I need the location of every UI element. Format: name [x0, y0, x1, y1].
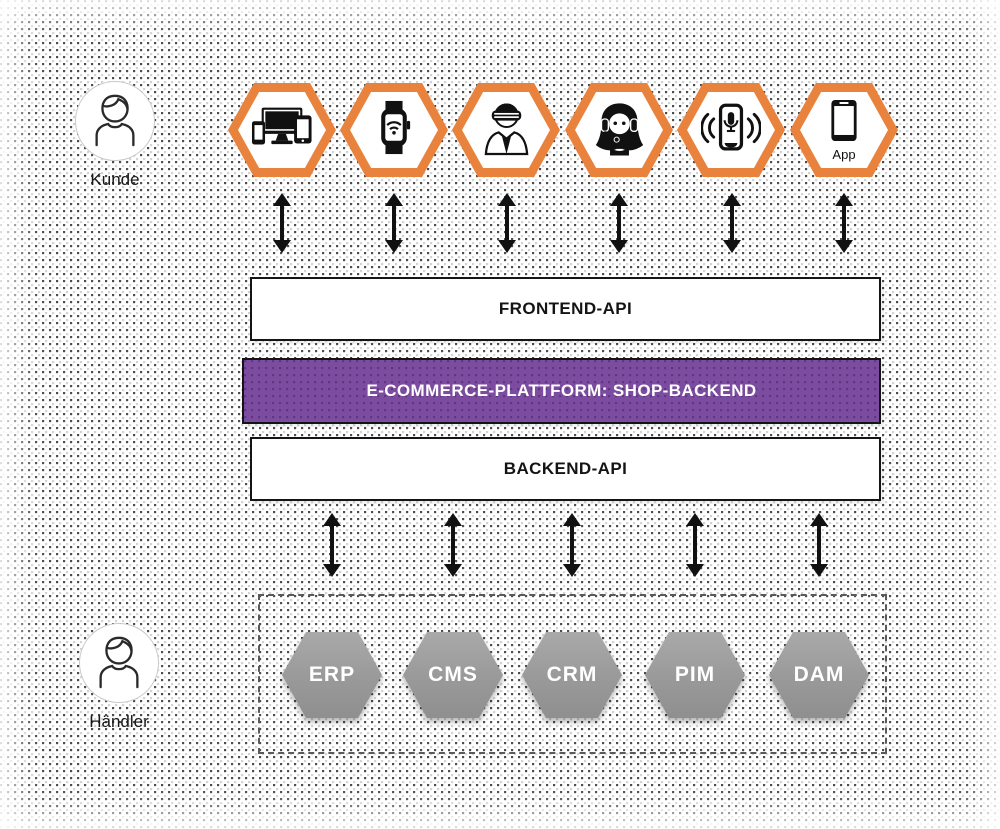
person-icon	[90, 631, 148, 696]
channel-hexagon-smartwatch	[340, 83, 448, 177]
support-agent-icon	[593, 100, 646, 161]
connector-arrow	[498, 193, 516, 253]
channel-hexagon-customer-support	[565, 83, 673, 177]
backend-system-label: CMS	[428, 663, 478, 686]
connector-arrow	[810, 513, 828, 577]
devices-icon	[251, 106, 313, 155]
backend-system-hexagon-crm: CRM	[522, 632, 622, 718]
backend-systems-container	[258, 594, 887, 754]
channel-hexagon-mobile-app: App	[790, 83, 898, 177]
channel-hexagon-vr-headset	[452, 83, 560, 177]
backend-system-hexagon-dam: DAM	[769, 632, 869, 718]
backend-system-label: DAM	[793, 663, 845, 686]
connector-arrow	[610, 193, 628, 253]
backend-api-bar: BACKEND-API	[250, 437, 881, 501]
backend-api-label: BACKEND-API	[503, 459, 628, 478]
smartphone-icon	[830, 99, 858, 147]
frontend-api-bar: FRONTEND-API	[250, 277, 881, 341]
backend-system-hexagon-cms: CMS	[403, 632, 503, 718]
avatar	[79, 623, 159, 703]
connector-arrow	[723, 193, 741, 253]
platform-bar: E-COMMERCE-PLATTFORM: SHOP-BACKEND	[242, 358, 881, 424]
person-icon	[86, 89, 144, 154]
connector-arrow	[563, 513, 581, 577]
backend-system-label: ERP	[308, 663, 356, 686]
frontend-api-label: FRONTEND-API	[498, 299, 633, 318]
platform-label: E-COMMERCE-PLATTFORM: SHOP-BACKEND	[366, 381, 757, 400]
connector-arrow	[273, 193, 291, 253]
channel-app-label: App	[832, 147, 856, 162]
actor-customer-label: Kunde	[90, 170, 140, 189]
backend-system-hexagon-erp: ERP	[282, 632, 382, 718]
actor-customer: Kunde	[63, 81, 167, 190]
backend-system-hexagon-pim: PIM	[645, 632, 745, 718]
connector-arrow	[385, 193, 403, 253]
vr-headset-icon	[479, 99, 534, 161]
voice-assistant-icon	[700, 103, 762, 158]
connector-arrow	[835, 193, 853, 253]
backend-system-label: CRM	[546, 663, 598, 686]
smartwatch-icon	[375, 100, 413, 160]
backend-system-label: PIM	[674, 663, 716, 686]
avatar	[75, 81, 155, 161]
channel-hexagon-voice-assistant	[677, 83, 785, 177]
channel-hexagon-devices	[228, 83, 336, 177]
connector-arrow	[686, 513, 704, 577]
actor-merchant-label: Händler	[89, 712, 149, 731]
connector-arrow	[444, 513, 462, 577]
connector-arrow	[323, 513, 341, 577]
actor-merchant: Händler	[67, 623, 171, 732]
